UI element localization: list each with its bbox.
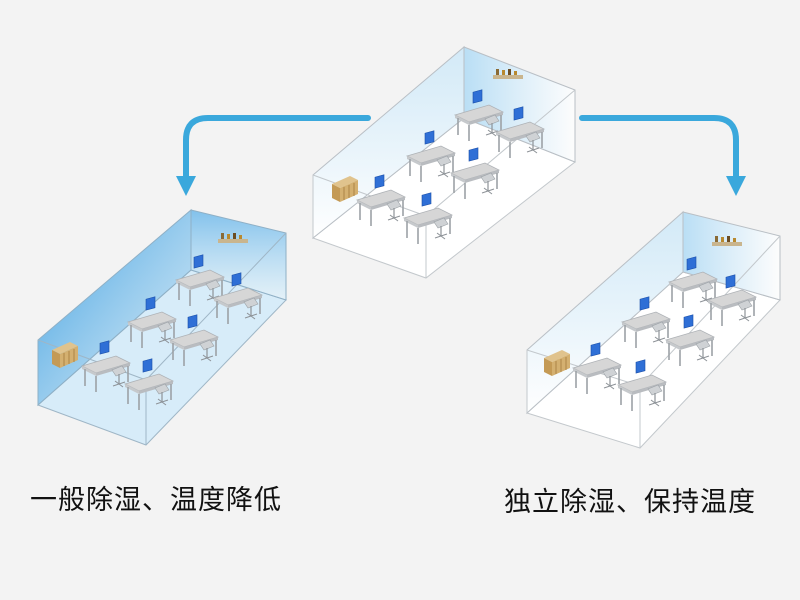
room-center xyxy=(311,45,576,279)
room-left xyxy=(37,208,287,446)
caption-right: 独立除湿、保持温度 xyxy=(504,487,756,518)
caption-left: 一般除湿、温度降低 xyxy=(30,485,282,516)
arrow-right xyxy=(579,115,746,196)
room-right xyxy=(526,210,781,449)
arrow-left xyxy=(176,115,371,196)
